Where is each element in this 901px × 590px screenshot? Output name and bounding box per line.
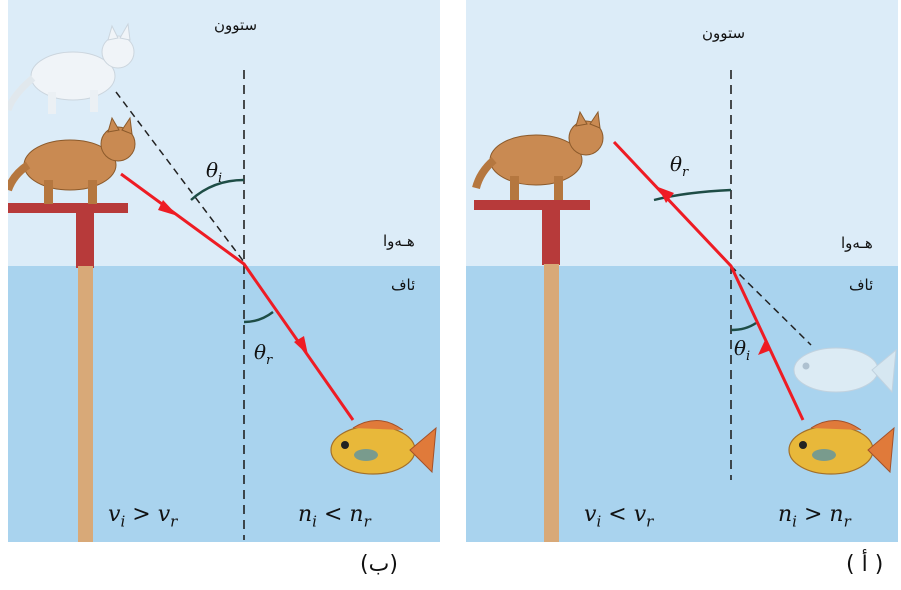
sight-line: [731, 266, 811, 345]
theta-r-arc: [244, 312, 273, 322]
panel-a-drawing: [466, 0, 898, 542]
post-stem: [544, 264, 559, 542]
cat: [8, 118, 135, 204]
post-stem: [78, 266, 93, 542]
water-label: ئاف: [391, 276, 415, 294]
light-ray: [121, 174, 353, 420]
normal-label: ستوون: [702, 24, 745, 42]
light-ray: [614, 142, 803, 420]
normal-label: ستوون: [214, 16, 257, 34]
caption-a: ( أ ): [846, 552, 883, 577]
sight-line: [116, 92, 244, 262]
cat: [476, 112, 603, 200]
apparent-cat: [8, 24, 134, 114]
panel-a: ستوون هـەوا ئاف θr θi vi < vr ni > nr: [466, 0, 898, 542]
theta-i-label: θi: [206, 158, 222, 186]
theta-i-arc: [731, 323, 756, 330]
theta-r-label: θr: [670, 152, 688, 180]
fish: [331, 420, 436, 474]
ray-arrow-2: [658, 187, 674, 203]
index-relation: ni > nr: [778, 502, 851, 530]
theta-i-label: θi: [734, 336, 750, 364]
apparent-fish: [794, 348, 896, 392]
platform-top: [8, 203, 128, 213]
panel-b: ستوون هـەوا ئاف θi θr vi > vr ni < nr: [8, 0, 440, 542]
theta-r-label: θr: [254, 340, 272, 368]
speed-relation: vi > vr: [108, 502, 177, 530]
caption-b: (ب): [360, 552, 398, 577]
panel-b-drawing: [8, 0, 440, 542]
air-label: هـەوا: [841, 234, 873, 252]
post-upper: [542, 209, 560, 265]
platform-top: [474, 200, 590, 210]
water-label: ئاف: [849, 276, 873, 294]
speed-relation: vi < vr: [584, 502, 653, 530]
fish: [789, 420, 894, 474]
air-label: هـەوا: [383, 232, 415, 250]
index-relation: ni < nr: [298, 502, 371, 530]
post-upper: [76, 212, 94, 268]
